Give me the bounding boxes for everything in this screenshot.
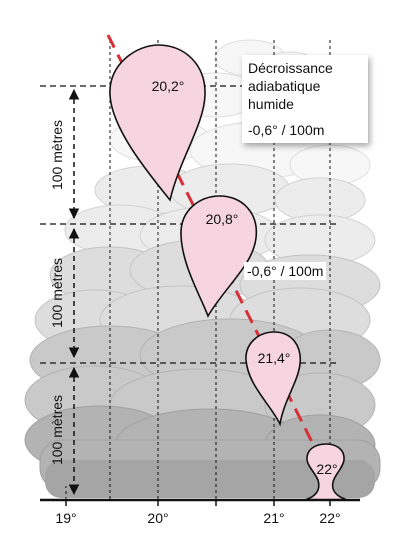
air-parcel-4: [303, 443, 349, 501]
parcel-1-temperature: 20,2°: [152, 78, 185, 94]
info-line-3: humide: [248, 96, 294, 112]
info-box: Décroissance adiabatique humide -0,6° / …: [242, 55, 368, 143]
air-parcel-1: [109, 44, 206, 202]
parcel-3-temperature: 21,4°: [258, 350, 291, 366]
parcel-4-temperature: 22°: [316, 461, 337, 477]
x-tick-20: 20°: [147, 510, 168, 526]
info-rate: -0,6° / 100m: [248, 122, 325, 138]
rate-label-2: -0,6° / 100m: [244, 262, 327, 280]
air-parcel-3: [245, 331, 301, 427]
x-tick-21: 21°: [263, 510, 284, 526]
x-tick-19: 19°: [55, 510, 76, 526]
height-label-middle: 100 mètres: [49, 258, 65, 328]
info-line-2: adiabatique: [248, 78, 321, 94]
parcel-2-temperature: 20,8°: [206, 211, 239, 227]
height-label-bottom: 100 mètres: [49, 395, 65, 465]
height-label-top: 100 mètres: [49, 120, 65, 190]
x-tick-22: 22°: [319, 510, 340, 526]
info-line-1: Décroissance: [248, 60, 333, 76]
